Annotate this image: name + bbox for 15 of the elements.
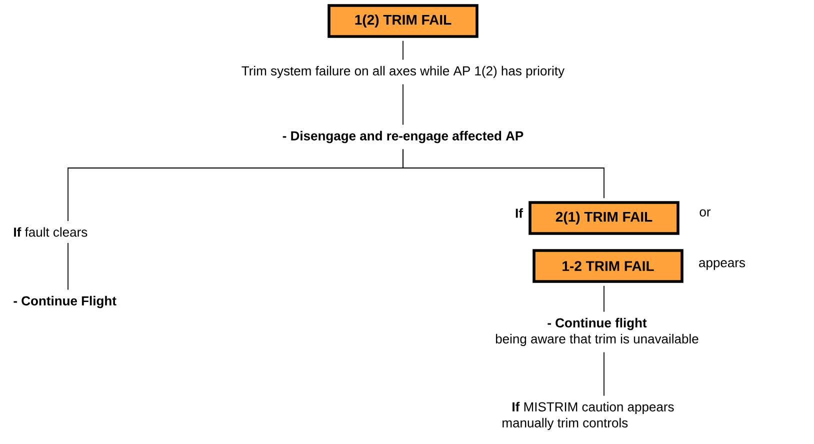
connector-line xyxy=(402,148,604,199)
alert-box: 1-2 TRIM FAIL xyxy=(532,249,684,283)
condition-word: If xyxy=(516,208,523,218)
alert-box: 2(1) TRIM FAIL xyxy=(528,201,680,235)
alert-box: 1(2) TRIM FAIL xyxy=(328,4,478,38)
condition-text: If fault clears xyxy=(14,227,88,237)
condition-text: If MISTRIM caution appears manually trim controls xyxy=(502,402,674,430)
connector-line xyxy=(402,84,404,126)
condition-word: appears xyxy=(699,260,746,270)
description-text: Trim system failure on all axes while AP 1(2) has priority xyxy=(242,66,565,78)
condition-word: or xyxy=(700,209,711,217)
action-text: - Disengage and re-engage affected AP xyxy=(282,130,524,144)
action-text: - Continue flight being aware that trim is unavailable xyxy=(496,318,698,346)
action-text: - Continue Flight xyxy=(14,296,116,308)
connector-line xyxy=(402,40,404,60)
